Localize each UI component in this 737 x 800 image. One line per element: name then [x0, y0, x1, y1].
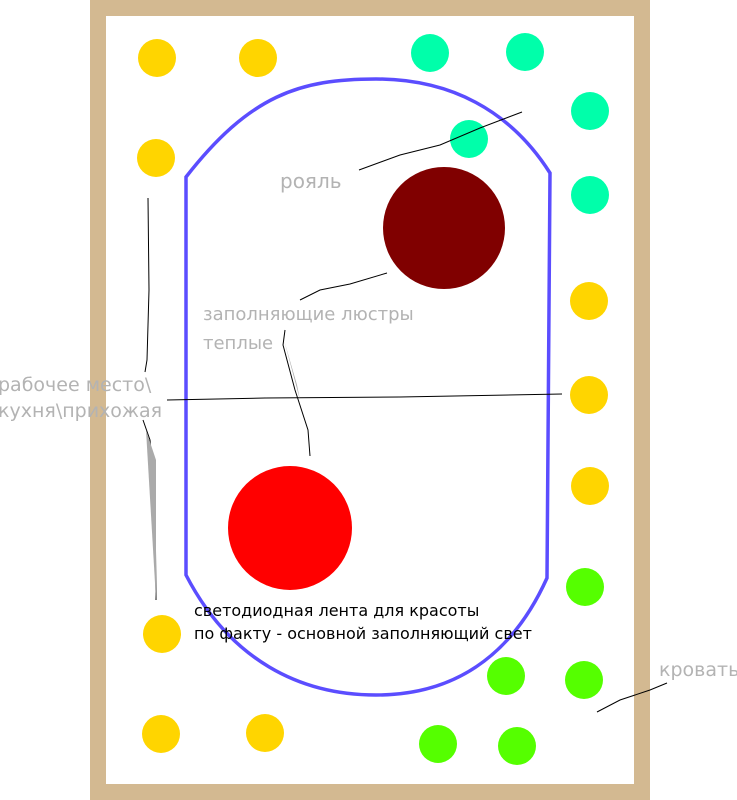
- piano-chandelier: [383, 167, 505, 289]
- green-light: [419, 725, 457, 763]
- red-chandelier: [228, 466, 352, 590]
- room-floor: [106, 16, 634, 784]
- yellow-light: [570, 376, 608, 414]
- teal-lights: [411, 33, 609, 214]
- chandeliers-label-1: заполняющие люстры: [203, 304, 414, 325]
- green-light: [487, 657, 525, 695]
- teal-light: [450, 120, 488, 158]
- yellow-light: [137, 139, 175, 177]
- teal-light: [571, 92, 609, 130]
- teal-light: [571, 176, 609, 214]
- divider-line: [166, 393, 563, 401]
- teal-light: [411, 34, 449, 72]
- green-light: [565, 661, 603, 699]
- pointer-shadow: [284, 340, 300, 400]
- work-label-1: рабочее место\: [0, 374, 152, 396]
- bed-pointer-line: [596, 682, 668, 713]
- work-label-2: кухня\прихожая: [0, 400, 162, 422]
- yellow-light: [138, 39, 176, 77]
- chandelier-pointer-line: [299, 272, 388, 301]
- pointer-shadow: [146, 430, 156, 600]
- yellow-lights: [137, 39, 609, 753]
- green-light: [566, 568, 604, 606]
- chandeliers-label-2: теплые: [203, 333, 273, 354]
- green-lights: [419, 568, 604, 765]
- yellow-light: [246, 714, 284, 752]
- work-pointer-line-top: [144, 197, 150, 373]
- green-light: [498, 727, 536, 765]
- yellow-light: [570, 282, 608, 320]
- yellow-light: [239, 39, 277, 77]
- piano-pointer-line: [358, 111, 523, 171]
- led-label-1: светодиодная лента для красоты: [194, 601, 479, 620]
- piano-label: рояль: [280, 169, 342, 193]
- yellow-light: [142, 715, 180, 753]
- yellow-light: [571, 467, 609, 505]
- pointer-lines: [142, 111, 668, 713]
- led-strip-outline: [184, 77, 552, 697]
- teal-light: [506, 33, 544, 71]
- led-label-2: по факту - основной заполняющий свет: [194, 624, 532, 643]
- yellow-light: [143, 615, 181, 653]
- bed-label: кровать: [659, 659, 737, 681]
- chandelier-pointer-line-2: [282, 329, 311, 457]
